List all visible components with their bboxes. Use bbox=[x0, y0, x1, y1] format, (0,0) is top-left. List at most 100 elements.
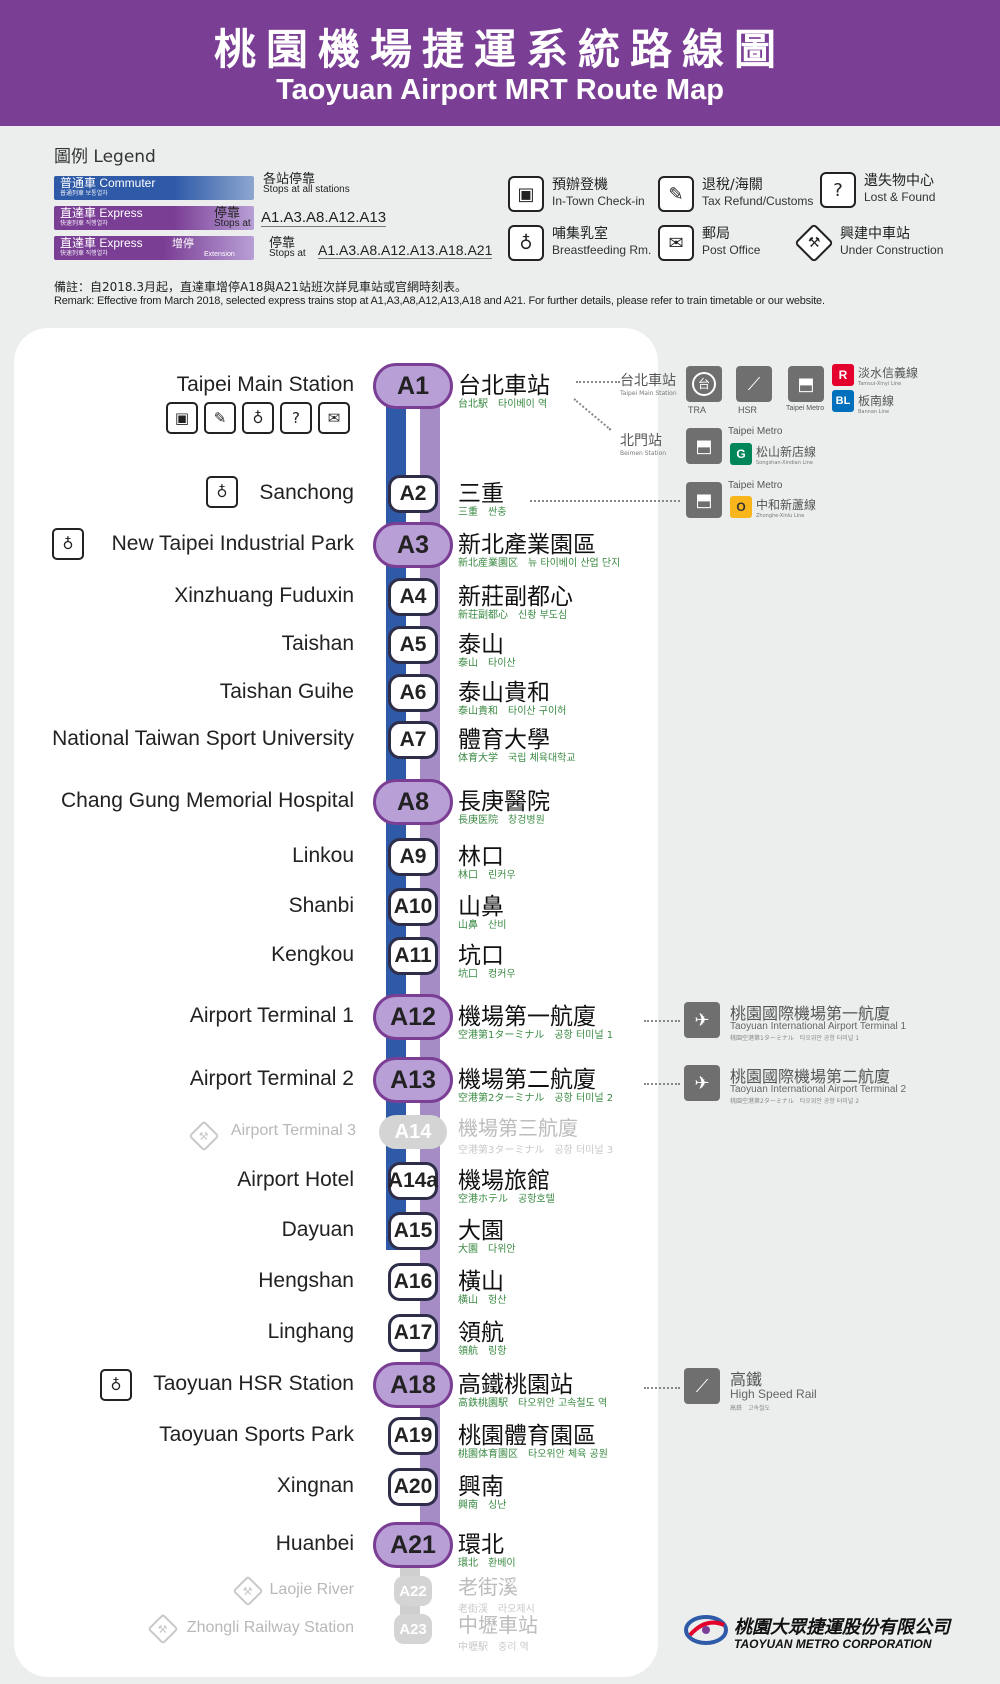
station-name-zh: 台北車站 bbox=[458, 373, 550, 399]
station-name-en: Taoyuan Sports Park bbox=[159, 1423, 354, 1446]
station-badge-a14a: A14a bbox=[388, 1162, 438, 1200]
remark-english: Remark: Effective from March 2018, selec… bbox=[54, 295, 825, 307]
station-name-zh: 泰山貴和 bbox=[458, 680, 550, 706]
tax-refund-icon: ✎ bbox=[204, 402, 236, 434]
lost-found-glyph: ? bbox=[833, 179, 843, 201]
transfer-beimen-en: Beimen Station bbox=[620, 450, 667, 457]
blue-line-name: 板南線 Bannan Line bbox=[858, 392, 894, 415]
breastfeeding-icon: ♁ bbox=[52, 528, 84, 560]
station-name-zh: 體育大學 bbox=[458, 727, 550, 753]
station-name-sub: 領航 링항 bbox=[458, 1346, 507, 1357]
express-stops-zh: 停靠 bbox=[214, 205, 241, 220]
station-badge-a18: A18 bbox=[373, 1362, 453, 1408]
station-name-sub: 林口 린커우 bbox=[458, 870, 516, 881]
hsr-sub: 高鉄 고속철도 bbox=[730, 1405, 771, 1412]
tax-refund-zh: 退稅/海關 bbox=[702, 177, 763, 193]
legend-express-list: A1.A3.A8.A12.A13 bbox=[261, 209, 387, 227]
station-name-zh: 機場第一航廈 bbox=[458, 1004, 596, 1030]
station-name-zh: 桃園體育園區 bbox=[458, 1423, 596, 1449]
station-name-sub: 山鼻 산비 bbox=[458, 920, 507, 931]
station-badge-a20: A20 bbox=[388, 1468, 438, 1506]
station-badge-a15: A15 bbox=[388, 1212, 438, 1250]
station-badge-a10: A10 bbox=[388, 888, 438, 926]
green-line-zh: 松山新店線 bbox=[756, 445, 817, 459]
lost-found-icon: ? bbox=[280, 402, 312, 434]
station-name-zh: 機場旅館 bbox=[458, 1168, 550, 1194]
tra-label: TRA bbox=[688, 405, 706, 415]
station-name-zh: 大園 bbox=[458, 1218, 504, 1244]
station-name-en: Linkou bbox=[292, 844, 354, 867]
terminal-2-en: Taoyuan International Airport Terminal 2 bbox=[730, 1084, 907, 1095]
station-name-zh: 橫山 bbox=[458, 1269, 504, 1295]
metro-train-icon: ⬒ bbox=[686, 428, 722, 464]
station-badge-a14: A14 bbox=[379, 1115, 447, 1149]
station-name-zh: 新北產業園區 bbox=[458, 532, 596, 558]
construction-en: Under Construction bbox=[840, 243, 944, 257]
station-name-sub: 大園 다위안 bbox=[458, 1244, 516, 1255]
lost-found-en: Lost & Found bbox=[864, 190, 936, 204]
metro-train-icon: ⬒ bbox=[686, 482, 722, 518]
station-name-zh: 老街溪 bbox=[458, 1575, 518, 1599]
breastfeeding-en: Breastfeeding Rm. bbox=[552, 243, 652, 257]
station-name-sub: 体育大学 국립 체육대학교 bbox=[458, 753, 576, 764]
checkin-en: In-Town Check-in bbox=[552, 194, 645, 208]
station-name-sub: 興南 싱난 bbox=[458, 1500, 507, 1511]
station-name-sub: 新北産業園区 뉴 타이베이 산업 단지 bbox=[458, 558, 621, 569]
station-badge-a19: A19 bbox=[388, 1417, 438, 1455]
red-line-badge: R bbox=[832, 364, 854, 386]
station-name-sub: 空港第1ターミナル 공항 터미널 1 bbox=[458, 1030, 614, 1041]
extension-label: 直達車 Express bbox=[60, 236, 143, 250]
station-name-sub: 中壢駅 중리 역 bbox=[458, 1642, 529, 1653]
transfer-beimen: 北門站 Beimen Station bbox=[620, 430, 666, 457]
station-name-sub: 三重 싼충 bbox=[458, 507, 507, 518]
corporation-logo: 桃園大眾捷運股份有限公司 TAOYUAN METRO CORPORATION bbox=[684, 1613, 984, 1653]
transfer-dots bbox=[644, 1387, 680, 1389]
station-name-sub: 環北 환베이 bbox=[458, 1558, 516, 1569]
station-name-en: Airport Terminal 3 bbox=[230, 1122, 356, 1139]
station-badge-a7: A7 bbox=[388, 721, 438, 759]
station-name-en: Airport Terminal 2 bbox=[189, 1067, 354, 1090]
station-name-en: Zhongli Railway Station bbox=[186, 1619, 354, 1636]
terminal-2-zh: 桃園國際機場第二航廈 bbox=[730, 1067, 891, 1086]
metro-label: Taipei Metro bbox=[786, 405, 825, 412]
terminal-2-sub: 桃園空港第2ターミナル 타오위안 공항 터미널 2 bbox=[730, 1098, 860, 1105]
express-label: 直達車 Express bbox=[60, 206, 143, 220]
extension-sub: 快速列車 직행열차 bbox=[60, 251, 108, 257]
station-name-sub: 空港第3ターミナル 공항 터미널 3 bbox=[458, 1145, 614, 1156]
green-line-en: Songshan-Xindian Line bbox=[756, 460, 813, 466]
station-name-en: Airport Terminal 1 bbox=[189, 1004, 354, 1027]
station-name-en: New Taipei Industrial Park bbox=[111, 532, 354, 555]
orange-line-name: 中和新蘆線 Zhonghe-Xinlu Line bbox=[756, 496, 816, 519]
transfer-dots bbox=[530, 500, 680, 502]
red-line-en: Tamsui-Xinyi Line bbox=[858, 381, 902, 387]
lost-found-zh: 遺失物中心 bbox=[864, 173, 934, 189]
airplane-icon: ✈ bbox=[684, 1065, 720, 1101]
station-name-sub: 老街渓 라오제시 bbox=[458, 1604, 535, 1615]
remark-chinese: 備註：自2018.3月起，直達車增停A18與A21站班次詳見車站或官網時刻表。 bbox=[54, 280, 467, 294]
corporation-logo-icon bbox=[684, 1615, 728, 1645]
station-name-en: Laojie River bbox=[269, 1581, 354, 1598]
station-name-sub: 台北駅 타이베이 역 bbox=[458, 399, 548, 410]
station-name-sub: 泰山 타이산 bbox=[458, 658, 516, 669]
station-name-en: Linghang bbox=[267, 1320, 354, 1343]
station-badge-a8: A8 bbox=[373, 779, 453, 825]
station-name-zh: 機場第二航廈 bbox=[458, 1067, 596, 1093]
green-line-badge: G bbox=[730, 443, 752, 465]
tax-refund-icon: ✎ bbox=[658, 176, 694, 212]
transfer-dots bbox=[644, 1020, 680, 1022]
hsr-icon: ⟋ bbox=[736, 366, 772, 402]
terminal-1-en: Taoyuan International Airport Terminal 1 bbox=[730, 1021, 907, 1032]
construction-zh: 興建中車站 bbox=[840, 226, 910, 242]
station-name-sub: 桃園体育園区 타오위안 체육 공원 bbox=[458, 1449, 608, 1460]
station-name-zh: 高鐵桃園站 bbox=[458, 1372, 573, 1398]
breastfeeding-glyph: ♁ bbox=[519, 232, 533, 254]
post-office-icon: ✉ bbox=[318, 402, 350, 434]
breastfeeding-icon: ♁ bbox=[206, 476, 238, 508]
legend-express-stops: 停靠 Stops at bbox=[214, 206, 251, 229]
commuter-stops-zh: 各站停靠 bbox=[263, 171, 316, 186]
blue-line-badge: BL bbox=[832, 390, 854, 412]
header-banner: 桃園機場捷運系統路線圖 Taoyuan Airport MRT Route Ma… bbox=[0, 0, 1000, 126]
legend-extension-stops: 停靠 Stops at bbox=[269, 236, 306, 259]
station-name-zh: 林口 bbox=[458, 844, 504, 870]
station-badge-a16: A16 bbox=[388, 1263, 438, 1301]
